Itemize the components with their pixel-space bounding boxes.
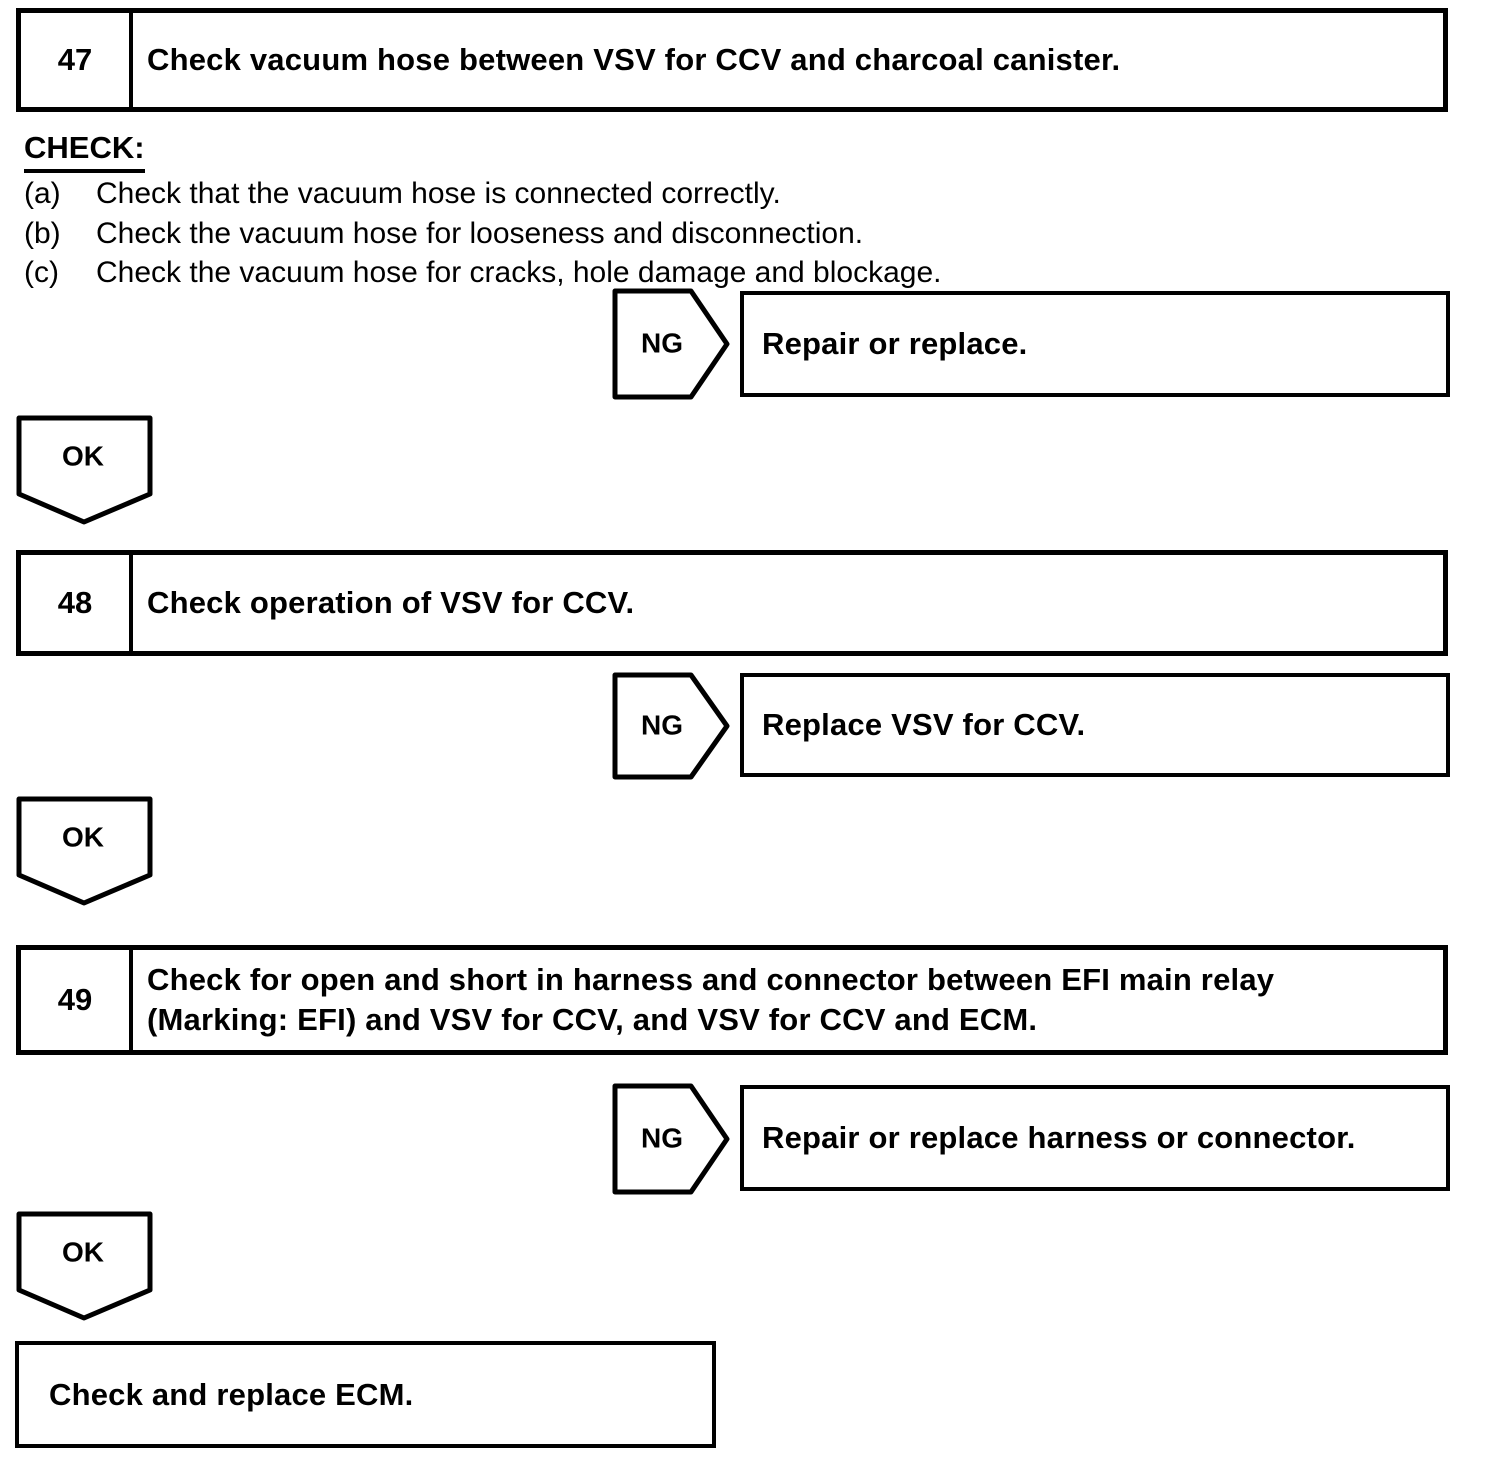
ng-action-box-2: Replace VSV for CCV. <box>740 673 1450 777</box>
step-48-title: Check operation of VSV for CCV. <box>147 585 635 620</box>
ok-arrow-icon: OK <box>16 415 153 525</box>
ok-arrow-icon: OK <box>16 1211 153 1321</box>
check-item-a-label: (a) <box>24 177 61 210</box>
ok-arrow-shape <box>16 796 153 906</box>
ng-arrow-shape <box>612 1083 730 1195</box>
ng-action-2-text: Replace VSV for CCV. <box>762 707 1086 742</box>
check-item-a-text: Check that the vacuum hose is connected … <box>96 177 781 210</box>
ng-label: NG <box>641 1122 683 1153</box>
check-item-a: (a) Check that the vacuum hose is connect… <box>24 176 781 212</box>
check-item-b-text: Check the vacuum hose for looseness and … <box>96 217 864 250</box>
ng-action-3-text: Repair or replace harness or connector. <box>762 1120 1356 1155</box>
ng-arrow-shape <box>612 672 730 780</box>
ng-arrow-icon: NG <box>612 1083 730 1195</box>
ok-arrow-shape <box>16 415 153 525</box>
ng-action-1-text: Repair or replace. <box>762 326 1028 361</box>
ng-action-box-1: Repair or replace. <box>740 291 1450 397</box>
ok-label: OK <box>62 1236 104 1267</box>
ok-arrow-shape <box>16 1211 153 1321</box>
ng-arrow-icon: NG <box>612 288 730 400</box>
ng-arrow-icon: NG <box>612 672 730 780</box>
step-49-title: Check for open and short in harness and … <box>147 962 1275 1037</box>
step-48-number: 48 <box>21 555 133 651</box>
step-48-box: 48 Check operation of VSV for CCV. <box>16 550 1448 656</box>
ok-arrow-icon: OK <box>16 796 153 906</box>
step-47-title: Check vacuum hose between VSV for CCV an… <box>147 42 1121 77</box>
ng-action-box-3: Repair or replace harness or connector. <box>740 1085 1450 1191</box>
final-action-box: Check and replace ECM. <box>15 1341 716 1448</box>
ok-label: OK <box>62 821 104 852</box>
final-action-text: Check and replace ECM. <box>49 1376 414 1412</box>
check-item-b-label: (b) <box>24 217 61 250</box>
ng-label: NG <box>641 327 683 358</box>
step-49-number: 49 <box>21 950 133 1050</box>
ng-arrow-shape <box>612 288 730 400</box>
check-item-c-text: Check the vacuum hose for cracks, hole d… <box>96 256 942 289</box>
ok-label: OK <box>62 440 104 471</box>
check-item-b: (b) Check the vacuum hose for looseness a… <box>24 216 863 252</box>
step-47-box: 47 Check vacuum hose between VSV for CCV… <box>16 8 1448 112</box>
step-47-number: 47 <box>21 13 133 107</box>
ng-label: NG <box>641 709 683 740</box>
check-item-c: (c) Check the vacuum hose for cracks, hol… <box>24 255 941 291</box>
step-49-box: 49 Check for open and short in harness a… <box>16 945 1448 1055</box>
check-item-c-label: (c) <box>24 256 59 289</box>
check-heading: CHECK: <box>24 130 145 173</box>
